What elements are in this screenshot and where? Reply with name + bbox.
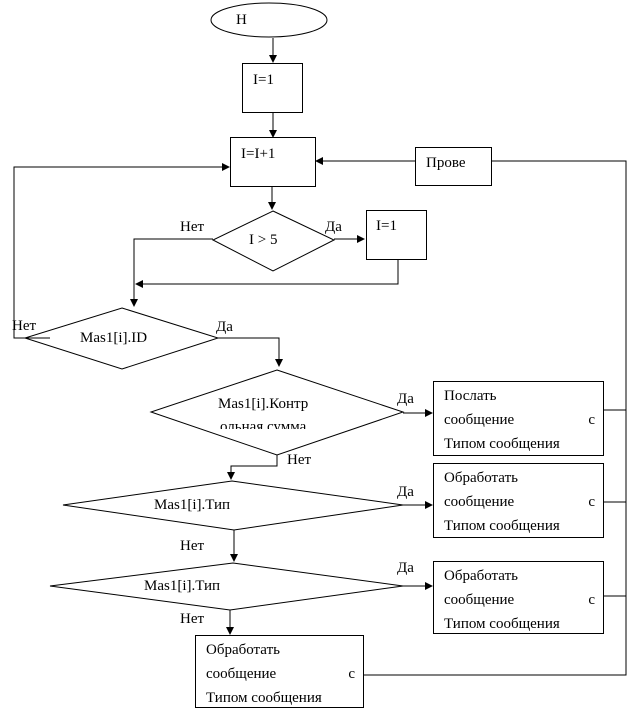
label-yes-i5: Да (325, 219, 342, 235)
label-yes-checksum: Да (397, 391, 414, 407)
process-init: I=1 (242, 63, 303, 113)
action-send-line3: Типом сообщения (444, 436, 560, 452)
decision-checksum-label-2: ольная сумма (220, 419, 307, 429)
label-yes-id: Да (216, 319, 233, 335)
label-no-i5: Нет (180, 219, 205, 235)
decision-id (23, 307, 220, 370)
action-process-message-1: Обработать сообщение с Типом сообщения (433, 463, 604, 538)
start-label: Н (236, 12, 247, 28)
label-yes-type1: Да (397, 484, 414, 500)
action-process2-line2b: с (588, 592, 595, 608)
action-process2-line1: Обработать (444, 568, 518, 584)
action-process3-line2a: сообщение (206, 666, 277, 682)
decision-type-1-label: Mas1[i].Тип (154, 497, 231, 513)
action-process2-line2a: сообщение (444, 592, 515, 608)
connector (13, 163, 230, 339)
decision-id-label: Mas1[i].ID (80, 330, 148, 346)
connector (218, 337, 283, 367)
action-process2-line3: Типом сообщения (444, 616, 560, 632)
action-process3-line1: Обработать (206, 642, 280, 658)
decision-type-1 (62, 480, 404, 531)
decision-checksum (149, 369, 405, 456)
label-yes-type2: Да (397, 560, 414, 576)
process-reset-label: I=1 (376, 218, 397, 234)
label-no-type1: Нет (180, 538, 205, 554)
connector (227, 455, 278, 480)
process-increment: I=I+1 (230, 137, 316, 187)
action-send-line1: Послать (444, 388, 497, 404)
action-process3-line2b: с (348, 666, 355, 682)
label-no-type2: Нет (180, 611, 205, 627)
decision-checksum-label-1: Mas1[i].Контр (218, 396, 309, 412)
action-process1-line2b: с (588, 494, 595, 510)
action-send-line2a: сообщение (444, 412, 515, 428)
process-increment-label: I=I+1 (241, 146, 276, 162)
process-init-label: I=1 (253, 72, 274, 88)
process-check-label: Прове (426, 155, 466, 171)
action-process1-line3: Типом сообщения (444, 518, 560, 534)
action-process3-line3: Типом сообщения (206, 690, 322, 706)
decision-i-gt-5-label: I > 5 (249, 232, 278, 248)
process-check: Прове (415, 147, 492, 186)
decision-type-2 (49, 562, 404, 611)
decision-type-2-label: Mas1[i].Тип (144, 578, 221, 594)
action-process-message-3: Обработать сообщение с Типом сообщения (195, 635, 364, 708)
label-no-id: Нет (12, 318, 37, 334)
action-process-message-2: Обработать сообщение с Типом сообщения (433, 561, 604, 634)
action-process1-line2a: сообщение (444, 494, 515, 510)
decision-i-gt-5 (211, 210, 336, 272)
action-send-line2b: с (588, 412, 595, 428)
process-reset: I=1 (366, 210, 427, 260)
action-send-message: Послать сообщение с Типом сообщения (433, 381, 604, 456)
connector (135, 259, 399, 288)
connector (354, 160, 627, 676)
decision-checksum-clip: ольная сумма (210, 416, 360, 429)
start-terminator (210, 2, 328, 38)
action-process1-line1: Обработать (444, 470, 518, 486)
connector (130, 238, 213, 307)
label-no-checksum: Нет (287, 452, 312, 468)
